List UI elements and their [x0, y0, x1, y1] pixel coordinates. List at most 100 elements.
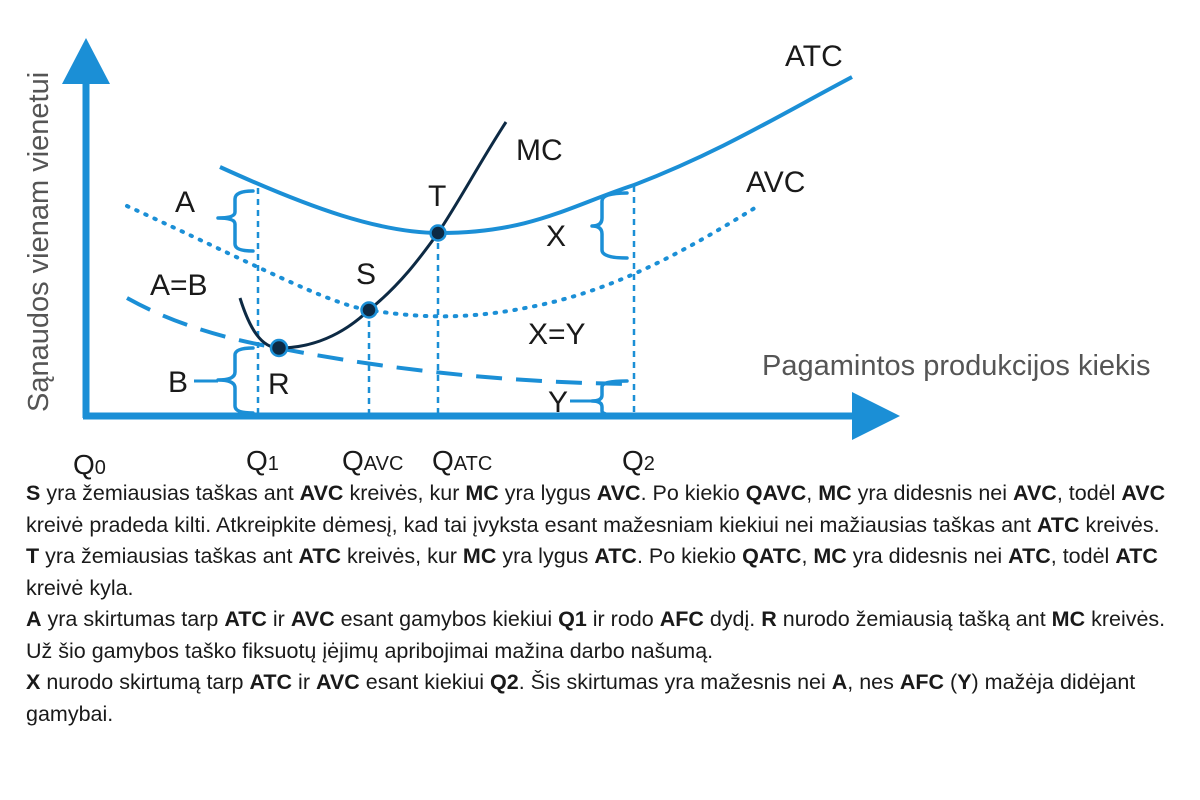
term: X	[26, 670, 41, 694]
q0-label: Q0	[73, 449, 106, 480]
text-run: . Po kiekio	[636, 544, 743, 568]
term: AFC	[659, 607, 704, 631]
y-axis-arrow	[62, 38, 110, 84]
explanation-paragraph: A yra skirtumas tarp ATC ir AVC esant ga…	[26, 604, 1186, 667]
atc-label: ATC	[785, 40, 843, 73]
brace-y	[590, 379, 629, 418]
point-r	[269, 338, 289, 358]
term: Y	[957, 670, 972, 694]
y-axis-label: Sąnaudos vienam vienetui	[23, 72, 55, 412]
q2-label: Q2	[622, 445, 655, 476]
text-run: . Po kiekio	[640, 481, 746, 505]
x-axis-arrow	[852, 392, 900, 440]
atc-curve	[219, 75, 853, 236]
explanation-text: S yra žemiausias taškas ant AVC kreivės,…	[26, 478, 1186, 730]
text-run: ) mažėja didėjant gamybai.	[26, 670, 1136, 726]
term: AVC	[299, 481, 344, 505]
brace-b	[216, 346, 255, 415]
text-run: yra žemiausias taškas ant	[40, 481, 300, 505]
text-run: dydį.	[703, 607, 762, 631]
term: AVC	[596, 481, 641, 505]
text-run: yra žemiausias taškas ant	[39, 544, 299, 568]
label-x: X	[546, 220, 566, 253]
axes	[62, 38, 900, 440]
term: MC	[462, 544, 497, 568]
q1-label: Q1	[246, 445, 279, 476]
text-run: kreivės, kur	[343, 481, 466, 505]
term: ATC	[1115, 544, 1158, 568]
text-run: , todėl	[1056, 481, 1122, 505]
term: Q1	[558, 607, 587, 631]
avc-curve	[125, 204, 760, 319]
term: AVC	[1121, 481, 1166, 505]
qatc-label: QATC	[432, 445, 492, 476]
label-y: Y	[548, 386, 568, 419]
term: QAVC	[745, 481, 807, 505]
term: ATC	[1036, 512, 1080, 537]
mc-label: MC	[516, 134, 563, 167]
term: MC	[813, 544, 847, 568]
text-run: ir	[266, 607, 291, 631]
term: R	[761, 607, 777, 631]
term: AFC	[899, 670, 945, 694]
point-r-label: R	[268, 368, 290, 401]
intersection-points	[269, 224, 447, 358]
term: Q2	[490, 670, 519, 694]
term: AVC	[290, 607, 335, 631]
term: ATC	[249, 670, 293, 694]
explanation-paragraph: S yra žemiausias taškas ant AVC kreivės,…	[26, 478, 1186, 541]
text-run: , todėl	[1050, 544, 1116, 568]
term: A	[26, 607, 42, 631]
label-x-equals-y: X=Y	[528, 318, 586, 351]
text-run: kreivė kyla.	[26, 575, 134, 600]
term: S	[26, 481, 41, 505]
text-run: ir rodo	[586, 607, 660, 631]
text-run: nurodo žemiausią tašką ant	[776, 607, 1052, 631]
point-s	[360, 301, 378, 319]
term: AVC	[1013, 481, 1057, 505]
term: MC	[465, 481, 499, 505]
term: T	[26, 544, 40, 568]
term: MC	[1051, 607, 1086, 631]
text-run: yra didesnis nei	[851, 481, 1014, 505]
x-axis-label: Pagamintos produkcijos kiekis	[762, 350, 1150, 382]
label-a: A	[175, 186, 195, 219]
point-t	[429, 224, 447, 242]
cost-curves-diagram: Sąnaudos vienam vienetui Pagamintos prod…	[23, 38, 1150, 480]
text-run: kreivės.	[1079, 512, 1160, 537]
text-run: ,	[801, 544, 814, 568]
term: ATC	[224, 607, 267, 631]
text-run: esant kiekiui	[359, 670, 491, 694]
text-run: kreivės, kur	[341, 544, 463, 568]
text-run: yra lygus	[496, 544, 595, 568]
term: ATC	[1008, 544, 1051, 568]
point-t-label: T	[428, 180, 446, 213]
term: MC	[818, 481, 852, 505]
term: AVC	[315, 670, 360, 694]
term: ATC	[594, 544, 637, 568]
label-b: B	[168, 366, 188, 399]
text-run: (	[944, 670, 958, 694]
avc-label: AVC	[746, 166, 805, 199]
text-run: ,	[806, 481, 819, 505]
text-run: ir	[292, 670, 316, 694]
brace-a	[216, 189, 255, 253]
term: QATC	[742, 544, 802, 568]
point-s-label: S	[356, 258, 376, 291]
text-run: yra lygus	[498, 481, 597, 505]
term: A	[831, 670, 848, 694]
afc-equality-label: A=B	[150, 269, 208, 302]
term: ATC	[298, 544, 342, 568]
afc-curve	[126, 296, 635, 386]
qavc-label: QAVC	[342, 445, 403, 476]
text-run: , nes	[847, 670, 900, 694]
quantity-guides	[256, 186, 636, 416]
explanation-paragraph: X nurodo skirtumą tarp ATC ir AVC esant …	[26, 667, 1186, 730]
text-run: yra didesnis nei	[846, 544, 1009, 568]
text-run: esant gamybos kiekiui	[334, 607, 559, 631]
explanation-paragraph: T yra žemiausias taškas ant ATC kreivės,…	[26, 541, 1186, 604]
brace-x	[590, 191, 629, 260]
text-run: nurodo skirtumą tarp	[40, 670, 250, 694]
text-run: . Šis skirtumas yra mažesnis nei	[518, 670, 832, 694]
text-run: kreivė pradeda kilti. Atkreipkite dėmesį…	[26, 512, 1037, 537]
